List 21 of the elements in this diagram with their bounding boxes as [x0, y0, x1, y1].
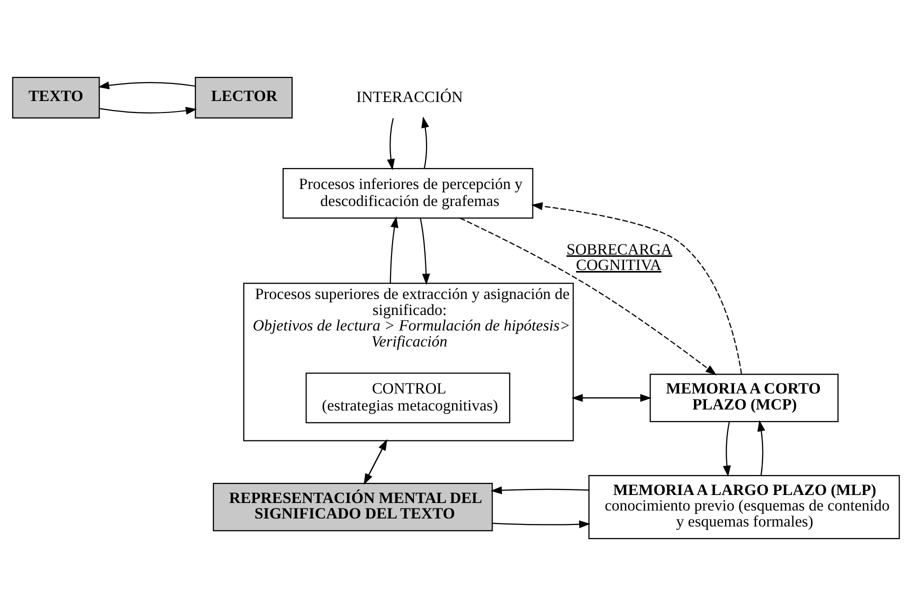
arrow	[757, 420, 766, 476]
arrow	[722, 422, 731, 477]
node-box: REPRESENTACIÓN MENTAL DEL SIGNIFICADO DEL TEXTO	[212, 482, 493, 532]
arrow	[490, 486, 589, 494]
node-box: MEMORIA A LARGO PLAZO (MLP) conocimiento previo (esquemas de contenido y esquemas formales)	[588, 474, 900, 540]
node-box: CONTROL (estrategias metacognitivas)	[306, 372, 510, 424]
arrow	[531, 202, 742, 374]
arrow	[98, 82, 196, 90]
arrow	[100, 106, 198, 115]
arrow	[390, 216, 398, 284]
node-box: Procesos inferiores de percepción y descodificación de grafemas	[282, 168, 534, 219]
node-box: LECTOR	[194, 76, 293, 119]
node-text: INTERACCIÓN	[356, 88, 463, 106]
edge-label: SOBRECARGA COGNITIVA	[566, 241, 672, 274]
arrow	[387, 118, 395, 170]
node-box: MEMORIA A CORTO PLAZO (MCP)	[650, 374, 839, 422]
arrow	[492, 520, 590, 528]
arrow	[420, 218, 430, 285]
arrow	[460, 218, 717, 376]
node-box: TEXTO	[12, 76, 100, 119]
arrow	[421, 116, 430, 169]
